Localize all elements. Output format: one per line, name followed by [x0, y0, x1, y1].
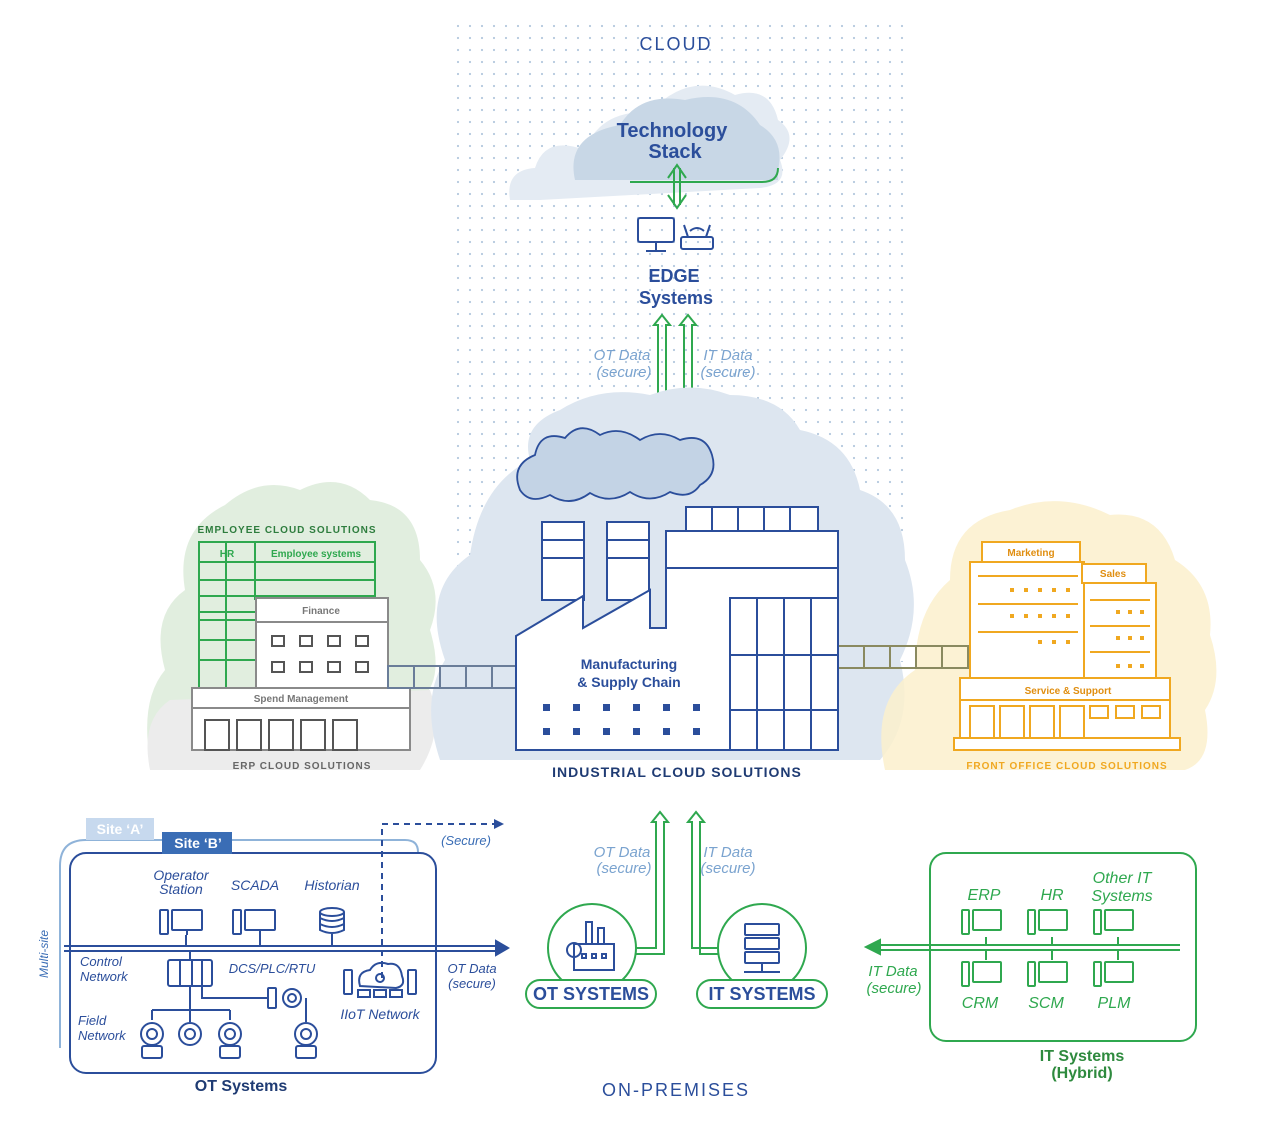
rtu-icon	[267, 987, 302, 1009]
factory-details	[542, 507, 838, 750]
site-a-label: Site ‘A’	[97, 821, 144, 837]
field-device-icons	[140, 1022, 318, 1059]
historian-database-icon	[319, 907, 345, 934]
finance-windows	[271, 635, 369, 673]
technology-stack-label-2: Stack	[648, 141, 702, 163]
technology-stack-label: Technology	[617, 120, 729, 142]
field-network-label: Field	[78, 1013, 107, 1028]
secure-outbound-arrow	[381, 823, 494, 978]
it-crm-label: CRM	[962, 995, 999, 1012]
it-panel-title: IT Systems	[1040, 1048, 1125, 1065]
secure-arrow-head	[494, 819, 504, 829]
scada-icon	[232, 909, 276, 935]
multisite-label: Multi-site	[37, 930, 51, 978]
control-network-label: Control	[80, 954, 123, 969]
upper-it-data-label: IT Data	[703, 347, 752, 364]
ot-panel-secure-label: (secure)	[448, 976, 496, 991]
plc-rack-icon	[167, 959, 213, 987]
erp-caption: ERP CLOUD SOLUTIONS	[233, 761, 372, 772]
it-other-label: Other IT	[1093, 870, 1153, 887]
it-systems-badge-label: IT SYSTEMS	[708, 984, 815, 1004]
erp-employee-systems-label: Employee systems	[271, 549, 361, 560]
operator-label-2: Station	[159, 881, 203, 897]
finance-label: Finance	[302, 606, 340, 617]
marketing-label: Marketing	[1007, 548, 1054, 559]
industrial-caption: INDUSTRIAL CLOUD SOLUTIONS	[552, 764, 802, 780]
it-scm-label: SCM	[1028, 995, 1064, 1012]
it-hr-label: HR	[1040, 887, 1064, 904]
site-a-frame	[86, 839, 419, 858]
edge-router-icon	[680, 224, 714, 250]
it-systems-node	[696, 903, 828, 1009]
edge-label: EDGE	[648, 266, 699, 286]
ot-systems-badge-label: OT SYSTEMS	[533, 984, 649, 1004]
edge-monitor-icon	[637, 217, 675, 252]
sales-label: Sales	[1100, 569, 1127, 580]
ot-systems-node	[525, 903, 657, 1009]
operator-label: Operator	[153, 867, 210, 883]
iiot-network-icon	[343, 961, 417, 998]
technology-stack-cloud: Technology Stack	[509, 85, 790, 200]
center-ot-secure-label: (secure)	[596, 860, 651, 877]
secure-label: (Secure)	[441, 833, 491, 848]
field-network-lines	[151, 986, 307, 1022]
center-it-data-label: IT Data	[703, 844, 752, 861]
it-panel-data-label: IT Data	[868, 963, 917, 980]
spend-doors	[204, 719, 358, 751]
erp-hr-label: HR	[220, 549, 235, 560]
iiot-label: IIoT Network	[340, 1006, 420, 1022]
operator-station-icon	[159, 909, 203, 935]
ot-panel-frame	[69, 852, 437, 1074]
erp-building-green	[198, 541, 376, 700]
control-network-label-2: Network	[80, 969, 129, 984]
front-office-caption: FRONT OFFICE CLOUD SOLUTIONS	[966, 761, 1167, 772]
it-erp-label: ERP	[968, 887, 1001, 904]
spend-management-label: Spend Management	[254, 694, 349, 705]
service-support-label: Service & Support	[1025, 686, 1112, 697]
front-office-details	[960, 575, 1170, 739]
site-b-tab	[162, 832, 232, 854]
site-b-label: Site ‘B’	[174, 835, 221, 851]
ot-panel-data-label: OT Data	[447, 961, 496, 976]
center-arrows	[636, 810, 718, 955]
dcs-plc-rtu-label: DCS/PLC/RTU	[229, 961, 316, 976]
it-plm-label: PLM	[1098, 995, 1132, 1012]
center-it-secure-label: (secure)	[700, 860, 755, 877]
front-office-dots	[1010, 588, 1144, 668]
cloud-edge-arrow	[667, 163, 687, 210]
factory-smoke	[516, 427, 715, 502]
it-other-label-2: Systems	[1091, 888, 1152, 905]
upstream-arrows	[651, 313, 699, 432]
upper-ot-data-label: OT Data	[594, 347, 651, 364]
it-panel-secure-label: (secure)	[866, 980, 921, 997]
it-panel-bus	[863, 937, 1180, 960]
site-a-frame-left	[59, 839, 87, 1048]
site-a-tab	[86, 818, 154, 840]
upper-it-secure-label: (secure)	[700, 364, 755, 381]
it-panel-title-2: (Hybrid)	[1051, 1065, 1112, 1082]
upper-ot-secure-label: (secure)	[596, 364, 651, 381]
cloud-zone-label: CLOUD	[639, 34, 712, 54]
employee-cloud-title: EMPLOYEE CLOUD SOLUTIONS	[197, 525, 376, 536]
historian-label: Historian	[304, 877, 359, 893]
it-computer-icons	[961, 909, 1134, 987]
factory-label: Manufacturing	[581, 656, 677, 672]
center-ot-data-label: OT Data	[594, 844, 651, 861]
factory-building	[515, 506, 839, 751]
edge-label-2: Systems	[639, 288, 713, 308]
scada-label: SCADA	[231, 877, 279, 893]
field-network-label-2: Network	[78, 1028, 127, 1043]
on-premises-label: ON-PREMISES	[602, 1080, 750, 1100]
factory-windows	[543, 704, 700, 735]
it-panel-frame	[929, 852, 1197, 1042]
factory-label-2: & Supply Chain	[577, 674, 680, 690]
ot-panel-title: OT Systems	[195, 1078, 288, 1095]
control-network-bus	[64, 934, 510, 960]
